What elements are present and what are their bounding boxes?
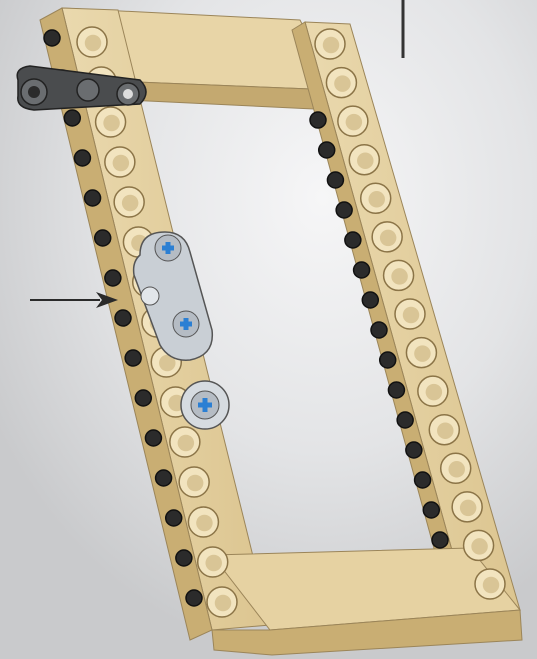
beam-hole-inner [85,35,102,52]
side-hole [156,470,172,486]
side-hole [380,352,396,368]
side-hole [388,382,404,398]
beam-hole-inner [426,384,443,401]
beam-hole-inner [103,115,120,132]
beam-hole-inner [483,577,500,594]
beam-hole-inner [215,595,232,612]
side-hole [125,350,141,366]
side-hole [135,390,151,406]
beam-hole-inner [178,435,195,452]
beam-hole-inner [122,195,139,212]
side-hole [354,262,370,278]
side-hole [345,232,361,248]
side-hole [176,550,192,566]
beam-hole-inner [113,155,130,172]
side-hole [115,310,131,326]
side-hole [415,472,431,488]
beam-hole-inner [403,307,420,324]
side-hole [362,292,378,308]
side-hole [85,190,101,206]
beam-hole-inner [437,422,454,439]
side-hole [371,322,387,338]
side-hole [64,110,80,126]
side-hole [95,230,111,246]
beam-hole-inner [187,475,204,492]
beam-hole-inner [368,191,385,208]
beam-hole-inner [334,75,351,92]
side-hole [186,590,202,606]
side-hole [44,30,60,46]
side-hole [406,442,422,458]
beam-hole-inner [448,461,465,478]
beam-hole-inner [357,152,374,169]
beam-hole-inner [414,345,431,362]
beam-hole-inner [471,538,488,555]
beam-hole-inner [460,500,477,517]
side-hole [423,502,439,518]
beam-hole-inner [391,268,408,285]
side-hole [336,202,352,218]
side-hole [145,430,161,446]
side-hole [397,412,413,428]
beam-hole-inner [323,37,340,54]
beam-hole-inner [196,515,213,532]
beam-hole-inner [205,555,222,572]
side-hole [74,150,90,166]
small-connector-icon [181,381,229,429]
bottom-beam [212,548,522,655]
side-hole [105,270,121,286]
beam-hole-inner [346,114,363,130]
side-hole [319,142,335,158]
side-hole [432,532,448,548]
side-hole [327,172,343,188]
side-hole [166,510,182,526]
side-hole [310,112,326,128]
beam-hole-inner [380,230,397,247]
